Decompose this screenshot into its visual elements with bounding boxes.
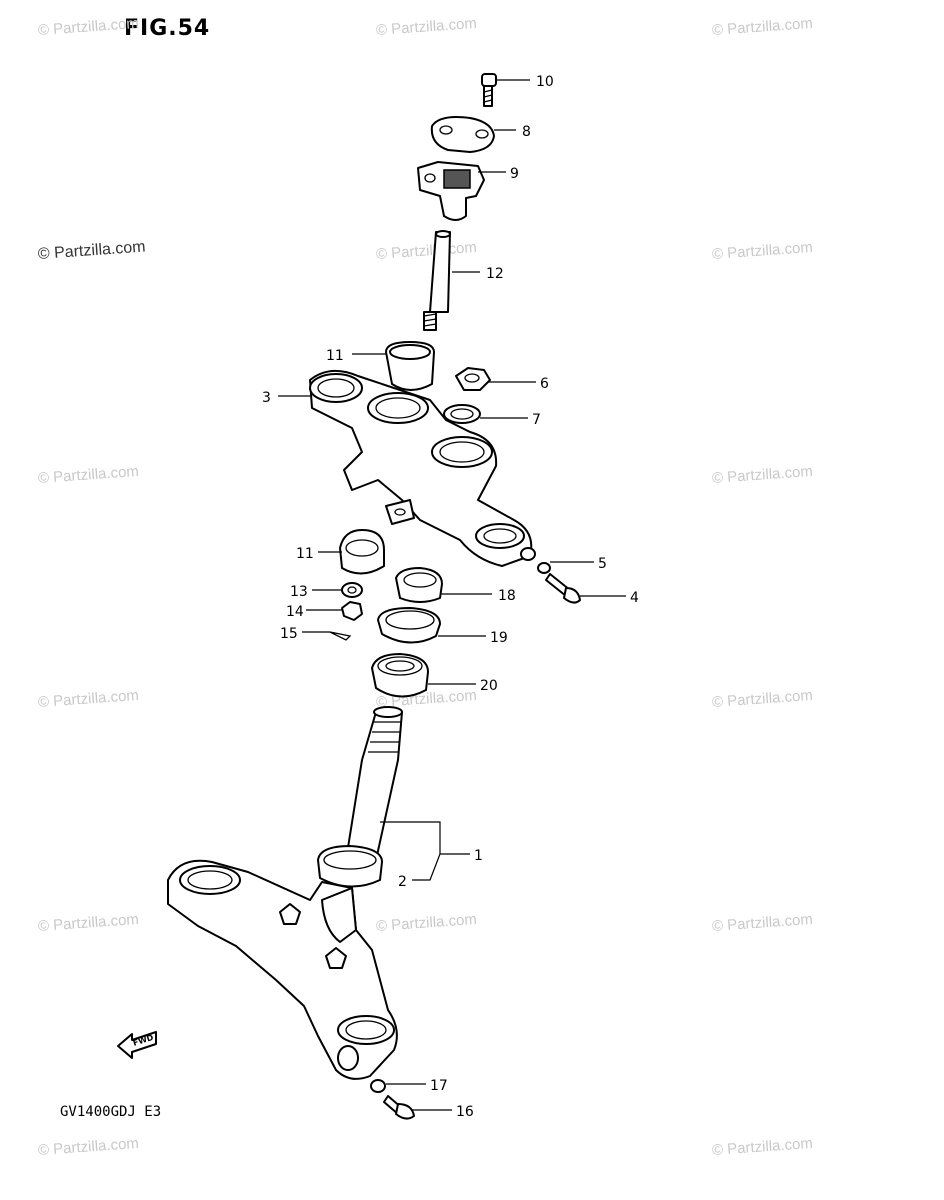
callout-20[interactable]: 20 — [480, 678, 498, 694]
callout-6[interactable]: 6 — [540, 376, 549, 392]
callout-11-upper[interactable]: 11 — [326, 348, 344, 364]
part-cushion-11-lower[interactable] — [339, 529, 385, 575]
callout-4[interactable]: 4 — [630, 590, 639, 606]
fwd-arrow-icon: FWD — [117, 1031, 157, 1059]
part-lower-holder-9[interactable] — [417, 161, 485, 221]
callout-1[interactable]: 1 — [474, 848, 483, 864]
callout-8[interactable]: 8 — [522, 124, 531, 140]
part-upper-bracket-3[interactable] — [309, 369, 536, 567]
figure-title: FIG.54 — [124, 16, 211, 41]
part-washer-17[interactable] — [370, 1079, 386, 1093]
part-bolt-4[interactable] — [545, 573, 581, 604]
callout-3[interactable]: 3 — [262, 390, 271, 406]
part-dust-seal-19[interactable] — [377, 607, 441, 644]
leader-lines — [278, 79, 626, 1111]
part-bolt-16[interactable] — [383, 1095, 415, 1120]
callout-2[interactable]: 2 — [398, 874, 407, 890]
callout-5[interactable]: 5 — [598, 556, 607, 572]
callout-7[interactable]: 7 — [532, 412, 541, 428]
callout-15[interactable]: 15 — [280, 626, 298, 642]
callout-12[interactable]: 12 — [486, 266, 504, 282]
part-nut-14[interactable] — [341, 601, 363, 621]
callout-13[interactable]: 13 — [290, 584, 308, 600]
part-cotter-pin-15[interactable] — [329, 631, 352, 641]
callout-17[interactable]: 17 — [430, 1078, 448, 1094]
part-bolt-10[interactable] — [481, 73, 497, 107]
part-holder-cap-8[interactable] — [430, 116, 495, 153]
callout-14[interactable]: 14 — [286, 604, 304, 620]
part-washer-7[interactable] — [443, 404, 481, 424]
callout-19[interactable]: 19 — [490, 630, 508, 646]
part-washer-13[interactable] — [341, 582, 363, 598]
part-cushion-11-upper[interactable] — [385, 341, 435, 391]
part-nut-6[interactable] — [455, 367, 491, 391]
part-bearing-20[interactable] — [371, 653, 429, 698]
callout-16[interactable]: 16 — [456, 1104, 474, 1120]
part-stud-12[interactable] — [423, 230, 451, 331]
callout-9[interactable]: 9 — [510, 166, 519, 182]
callout-11-lower[interactable]: 11 — [296, 546, 314, 562]
callout-18[interactable]: 18 — [498, 588, 516, 604]
callout-10[interactable]: 10 — [536, 74, 554, 90]
part-stem-nut-18[interactable] — [395, 567, 443, 603]
part-steering-stem-1[interactable] — [167, 706, 403, 1080]
part-washer-5[interactable] — [537, 562, 551, 574]
callout-labels: 10 8 9 12 11 6 3 7 11 5 13 18 4 14 15 19… — [262, 74, 639, 1120]
model-code: GV1400GDJ E3 — [60, 1104, 162, 1120]
part-dust-seal-2[interactable] — [317, 845, 383, 888]
